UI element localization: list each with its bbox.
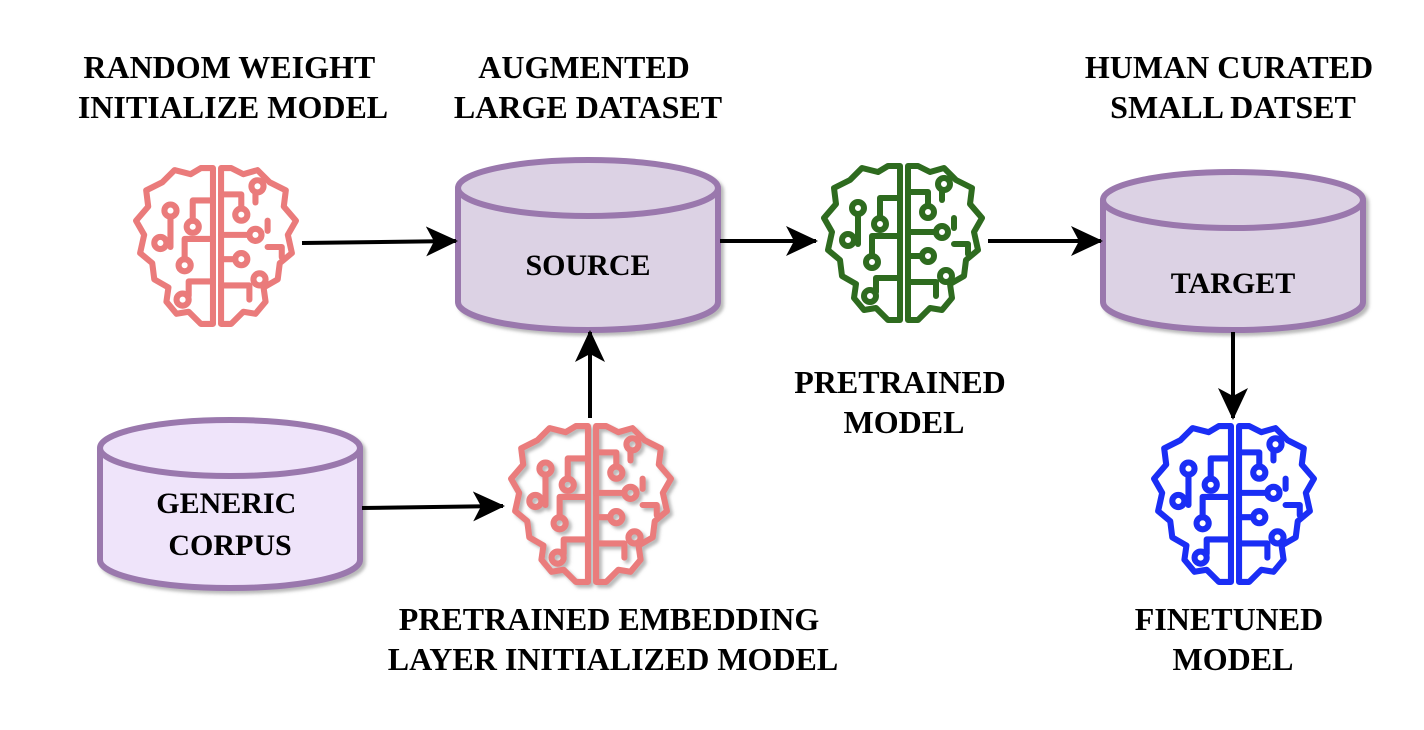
source-cylinder <box>455 157 721 333</box>
brain-circuit-icon <box>136 168 296 324</box>
random-model-label: RANDOM WEIGHT INITIALIZE MODEL <box>78 49 388 125</box>
human-curated-label: HUMAN CURATED SMALL DATSET <box>1085 49 1381 125</box>
augmented-dataset-label: AUGMENTED LARGE DATASET <box>454 49 722 125</box>
brain-circuit-icon <box>824 166 982 320</box>
generic-corpus-cylinder <box>97 417 363 591</box>
brain-circuit-icon <box>1154 426 1314 582</box>
embedding-model-label: PRETRAINED EMBEDDING LAYER INITIALIZED M… <box>388 601 838 677</box>
brain-circuit-icon <box>511 426 671 582</box>
arrow-generic-to-embedding <box>361 491 505 522</box>
pretrained-model-label: PRETRAINED MODEL <box>794 364 1014 440</box>
generic-corpus-label: GENERIC CORPUS <box>156 487 304 562</box>
arrow-random-to-source <box>301 226 458 257</box>
finetuned-model-label: FINETUNED MODEL <box>1135 601 1331 677</box>
source-label: SOURCE <box>525 249 650 282</box>
target-cylinder <box>1100 169 1366 333</box>
target-label: TARGET <box>1171 267 1295 300</box>
